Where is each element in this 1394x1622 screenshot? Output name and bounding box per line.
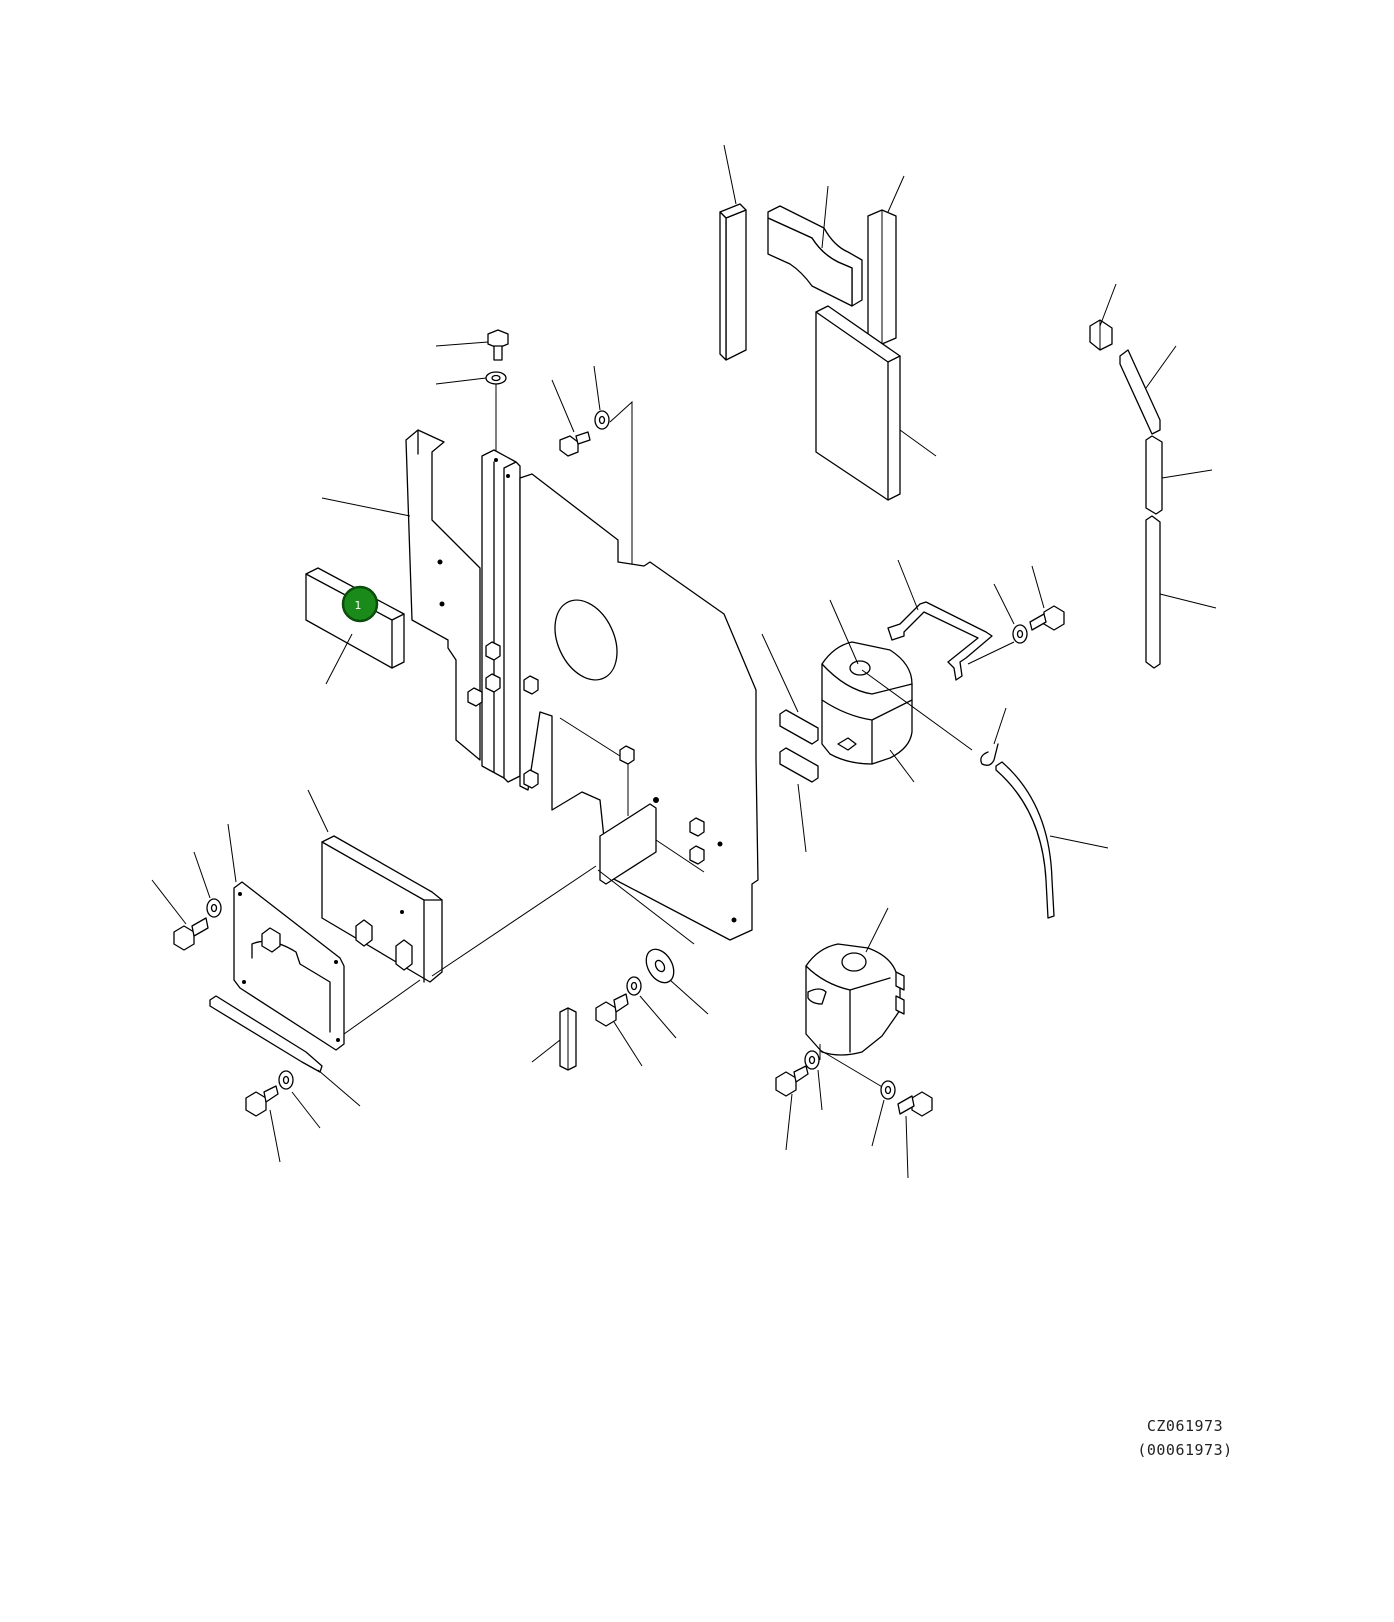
seal-small-block: [1089, 283, 1117, 351]
bolt-strap: [1029, 565, 1065, 631]
bolt-tank-left: [775, 1065, 809, 1151]
washer-panel-top: [593, 365, 649, 596]
washer-top: [435, 371, 507, 456]
washer-lower-left: [278, 1070, 321, 1129]
washer-tank-left: [804, 1050, 823, 1111]
bolt-left: [151, 879, 209, 951]
washer-bottom-center: [626, 976, 677, 1039]
control-unit: [307, 789, 597, 983]
hose: [995, 761, 1109, 919]
drawing-code-secondary: (00061973): [1137, 1441, 1233, 1459]
washer-strap: [967, 583, 1028, 665]
reservoir-tank-upper: [821, 599, 973, 783]
bolt-tank-right: [897, 1091, 933, 1179]
spacer-block-bottom: [531, 1007, 577, 1071]
foam-strip-tall-right: [867, 175, 905, 345]
callout-1[interactable]: 1: [341, 585, 379, 623]
foam-strip-notched: [767, 185, 863, 307]
bolt-bottom-center: [595, 993, 643, 1067]
grommet-disc: [645, 948, 709, 1015]
pad-lower: [779, 747, 819, 853]
seal-long-strip: [1145, 515, 1217, 669]
washer-left: [193, 851, 222, 918]
seal-angled-strip: [1119, 345, 1177, 435]
bolt-top: [435, 329, 509, 361]
drawing-code-block: CZ061973 (00061973): [1100, 1414, 1270, 1462]
reservoir-tank-lower: [805, 907, 905, 1089]
washer-tank-right: [871, 1080, 896, 1147]
seal-short-strip: [1145, 435, 1213, 515]
foam-block-part-1: [305, 567, 405, 685]
pad-upper: [761, 633, 819, 745]
bracket-plate-lower: [227, 823, 421, 1051]
foam-pad-large: [815, 305, 937, 501]
strap-lower-left: [209, 995, 361, 1107]
foam-strip-tall-left: [719, 144, 747, 361]
drawing-code: CZ061973: [1146, 1417, 1224, 1435]
tank-strap: [887, 559, 993, 681]
main-mounting-panel: [321, 429, 759, 945]
hose-clip: [980, 707, 1007, 766]
bolt-lower-left: [245, 1085, 281, 1163]
bolt-panel-top: [551, 379, 591, 457]
